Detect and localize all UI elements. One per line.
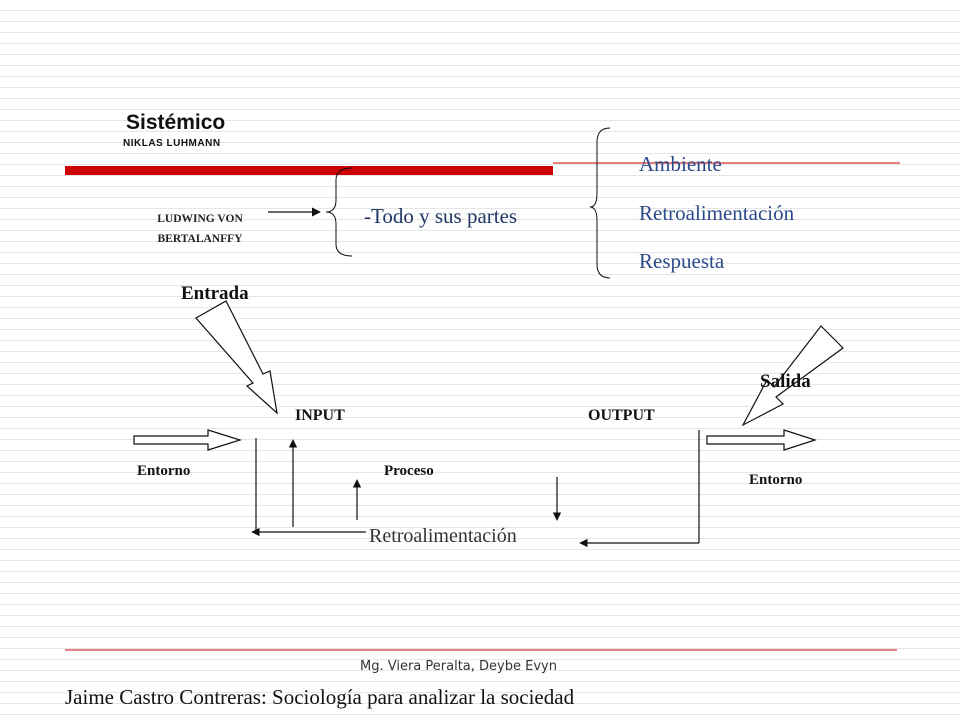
entorno-left-block-arrow bbox=[133, 429, 243, 451]
footer-credit: Jaime Castro Contreras: Sociología para … bbox=[65, 685, 575, 709]
ludwig-label: LUDWING VON BERTALANFFY bbox=[130, 209, 270, 249]
ludwig-line-2: BERTALANFFY bbox=[157, 233, 243, 245]
entorno-right-label: Entorno bbox=[749, 472, 803, 488]
proceso-label: Proceso bbox=[384, 463, 434, 479]
entorno-right-block-arrow bbox=[706, 429, 817, 451]
input-label: INPUT bbox=[295, 407, 345, 424]
red-title-bar bbox=[65, 166, 553, 175]
footer-author: Mg. Viera Peralta, Deybe Evyn bbox=[360, 659, 557, 674]
salida-label: Salida bbox=[760, 371, 811, 392]
retroalimentacion-label: Retroalimentación bbox=[369, 525, 517, 547]
brace-item-ambiente: Ambiente bbox=[639, 152, 722, 176]
center-phrase: -Todo y sus partes bbox=[364, 204, 518, 228]
output-label: OUTPUT bbox=[588, 407, 655, 424]
entorno-left-label: Entorno bbox=[137, 463, 191, 479]
entrada-block-arrow bbox=[195, 300, 278, 415]
salida-block-arrow bbox=[741, 325, 844, 427]
ludwig-line-1: LUDWING VON bbox=[157, 213, 243, 225]
large-brace bbox=[589, 127, 611, 279]
page-title: Sistémico bbox=[126, 111, 226, 134]
entrada-label: Entrada bbox=[181, 283, 249, 304]
brace-item-retroalimentacion: Retroalimentación bbox=[639, 201, 795, 225]
small-brace bbox=[325, 167, 353, 257]
page-subtitle: NIKLAS LUHMANN bbox=[123, 138, 221, 149]
brace-item-respuesta: Respuesta bbox=[639, 249, 725, 273]
